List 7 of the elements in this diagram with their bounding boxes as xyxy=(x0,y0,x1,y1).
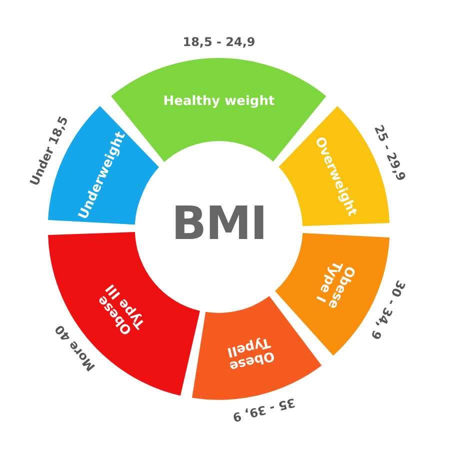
range-label: 25 - 29,9 xyxy=(371,122,408,184)
range-label: 30 - 34, 9 xyxy=(368,278,408,342)
range-label: 35 - 39, 9 xyxy=(232,396,297,425)
range-label: 18,5 - 24,9 xyxy=(182,35,256,49)
segment-label: Healthy weight xyxy=(162,94,276,109)
center-title: BMI xyxy=(172,196,266,250)
segment-label: Obese TypeII xyxy=(224,332,277,374)
